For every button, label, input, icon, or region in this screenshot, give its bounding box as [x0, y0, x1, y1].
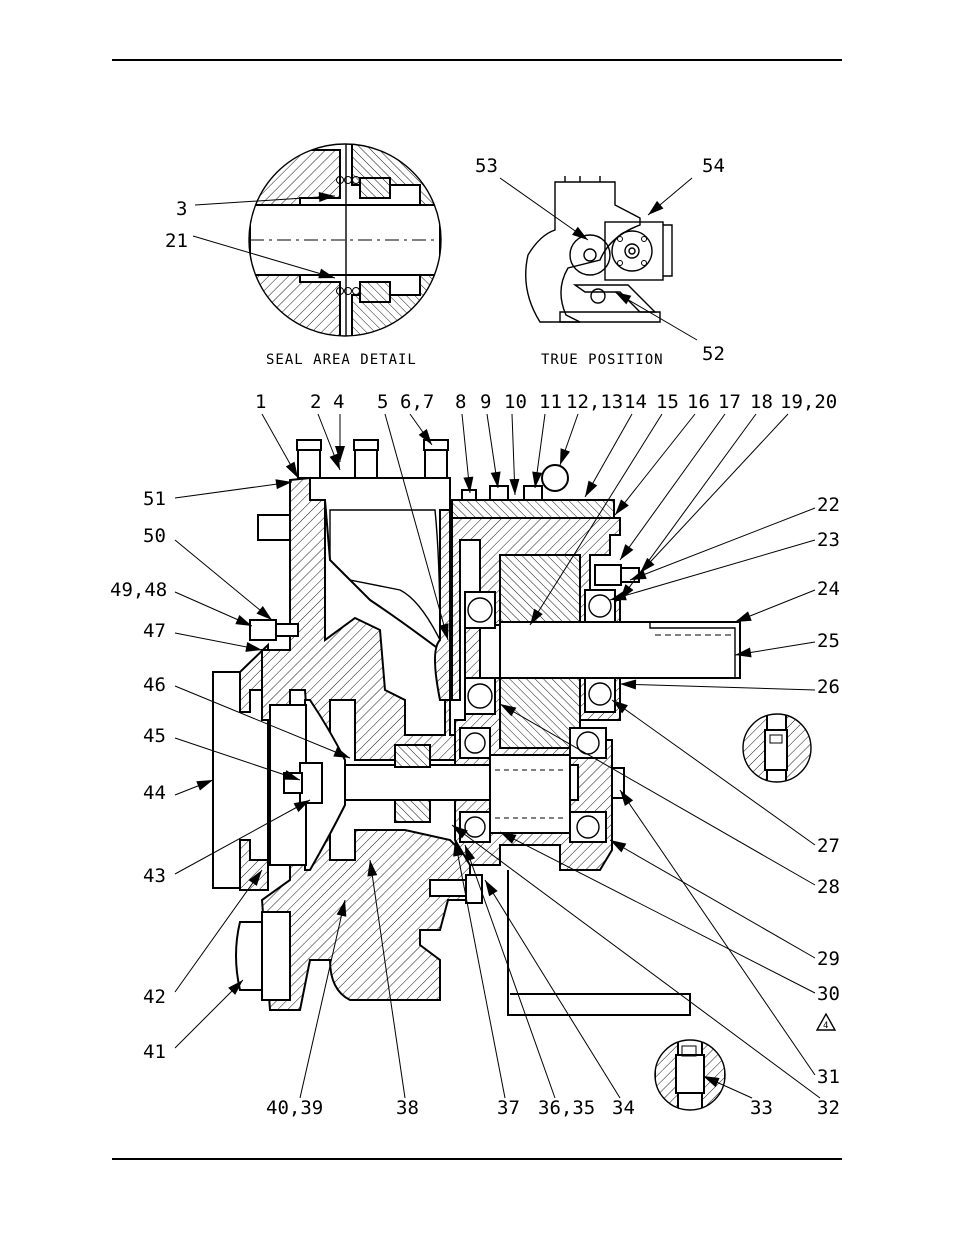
- callout-54: 54: [702, 155, 725, 177]
- callout-29: 29: [817, 948, 840, 970]
- callout-49-48: 49,48: [110, 579, 167, 601]
- callout-41: 41: [143, 1041, 166, 1063]
- main-sectional-view: [213, 440, 740, 1015]
- leader-arrowhead-54: [648, 201, 663, 215]
- callout-23: 23: [817, 529, 840, 551]
- leader-arrowhead-16: [615, 499, 629, 515]
- callout-8: 8: [455, 391, 466, 413]
- callout-32: 32: [817, 1097, 840, 1119]
- callout-3: 3: [176, 198, 187, 220]
- seal-area-detail: SEAL AREA DETAIL: [240, 130, 460, 368]
- callout-27: 27: [817, 835, 840, 857]
- true-position-caption: TRUE POSITION: [541, 352, 664, 368]
- note-triangle-number: 4: [823, 1021, 828, 1031]
- leader-line-53: [500, 178, 588, 240]
- leader-line-19-20: [640, 414, 788, 573]
- callout-43: 43: [143, 865, 166, 887]
- callout-6-7: 6,7: [400, 391, 434, 413]
- callout-24: 24: [817, 578, 840, 600]
- leader-line-30: [500, 832, 815, 993]
- leader-arrowhead-26: [620, 679, 636, 689]
- callout-38: 38: [396, 1097, 419, 1119]
- callout-14: 14: [624, 391, 647, 413]
- callout-25: 25: [817, 630, 840, 652]
- callout-10: 10: [504, 391, 527, 413]
- callout-33: 33: [750, 1097, 773, 1119]
- callout-15: 15: [656, 391, 679, 413]
- callout-37: 37: [497, 1097, 520, 1119]
- leader-line-22: [630, 508, 815, 580]
- leader-line-26: [620, 684, 815, 690]
- callout-11: 11: [539, 391, 562, 413]
- leader-arrowhead-47: [245, 642, 262, 652]
- leader-line-34: [485, 880, 620, 1098]
- callout-1: 1: [255, 391, 266, 413]
- true-position-view: TRUE POSITION: [526, 176, 672, 368]
- leader-line-50: [175, 540, 272, 620]
- callout-22: 22: [817, 494, 840, 516]
- detail-circle-26: [740, 714, 812, 782]
- callout-46: 46: [143, 674, 166, 696]
- leader-arrowhead-52: [615, 292, 631, 304]
- leader-arrowhead-10: [509, 479, 519, 495]
- leader-arrowhead-50: [256, 606, 272, 620]
- leader-arrowhead-44: [196, 780, 213, 791]
- leader-arrowhead-24: [735, 611, 752, 622]
- leader-line-16: [615, 414, 695, 515]
- callout-21: 21: [165, 230, 188, 252]
- callout-31: 31: [817, 1066, 840, 1088]
- callout-2: 2: [310, 391, 321, 413]
- detail-circle-33: [655, 1040, 725, 1110]
- callout-44: 44: [143, 782, 166, 804]
- callout-36-35: 36,35: [538, 1097, 595, 1119]
- callout-45: 45: [143, 725, 166, 747]
- callout-42: 42: [143, 986, 166, 1008]
- leader-line-23: [610, 540, 815, 600]
- leader-line-51: [175, 482, 292, 498]
- leader-line-31: [620, 790, 815, 1075]
- callout-28: 28: [817, 876, 840, 898]
- callout-19-20: 19,20: [780, 391, 837, 413]
- callout-50: 50: [143, 525, 166, 547]
- seal-area-detail-caption: SEAL AREA DETAIL: [266, 352, 417, 368]
- callout-51: 51: [143, 488, 166, 510]
- leader-arrowhead-1: [286, 462, 298, 478]
- callout-18: 18: [750, 391, 773, 413]
- leader-arrowhead-12-13: [560, 448, 570, 465]
- callout-16: 16: [687, 391, 710, 413]
- callout-30: 30: [817, 983, 840, 1005]
- callout-47: 47: [143, 620, 166, 642]
- leader-arrowhead-17: [620, 544, 633, 560]
- callout-40-39: 40,39: [266, 1097, 323, 1119]
- callout-17: 17: [718, 391, 741, 413]
- callout-12-13: 12,13: [566, 391, 623, 413]
- callout-34: 34: [612, 1097, 635, 1119]
- callout-9: 9: [480, 391, 491, 413]
- leader-arrowhead-34: [485, 880, 498, 896]
- callout-4: 4: [333, 391, 344, 413]
- callout-52: 52: [702, 343, 725, 365]
- callout-53: 53: [475, 155, 498, 177]
- callout-5: 5: [377, 391, 388, 413]
- callout-26: 26: [817, 676, 840, 698]
- leader-arrowhead-14: [585, 481, 597, 497]
